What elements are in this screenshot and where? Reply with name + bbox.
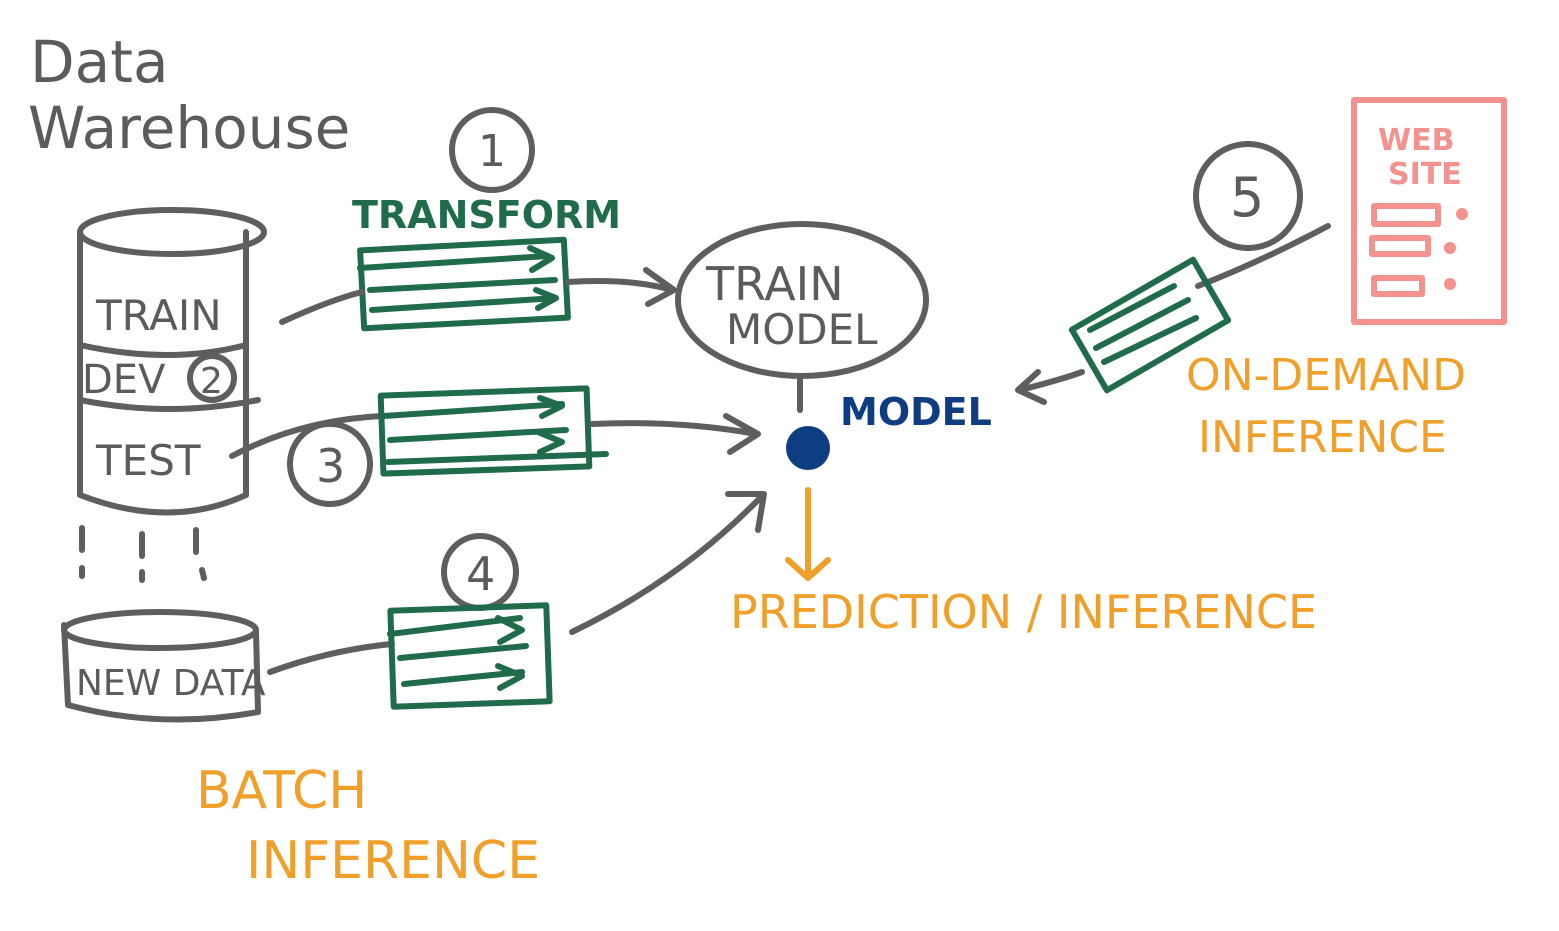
model-dot — [786, 426, 830, 470]
title-line1: Data — [30, 28, 169, 96]
step-1-number: 1 — [478, 126, 506, 177]
prediction-arrow — [785, 487, 831, 581]
arrow-transform-to-train-model — [565, 267, 677, 307]
step-3-circle — [287, 421, 373, 507]
arrow-transform4-to-model — [1015, 369, 1085, 405]
transform-box-1 — [357, 236, 571, 332]
step-2-number: 2 — [200, 361, 223, 402]
train-model-line1: TRAIN — [705, 257, 844, 311]
step-5-circle — [1193, 141, 1303, 251]
transform-box-1-hatch — [357, 245, 559, 313]
website-dot-1 — [1456, 208, 1468, 220]
new-data-body — [61, 622, 261, 723]
step-4-number: 4 — [466, 547, 495, 601]
train-model-line2: MODEL — [726, 305, 878, 354]
arrow-website-to-transform — [1195, 223, 1331, 289]
website-field-1 — [1371, 203, 1441, 227]
website-frame — [1351, 97, 1507, 325]
cylinder-divider-train-dev — [77, 342, 249, 358]
transform-box-3-frame — [387, 602, 553, 710]
step-1-circle — [449, 107, 535, 193]
cylinder-top — [77, 207, 267, 257]
ondemand-line2: INFERENCE — [1198, 412, 1447, 463]
arrow-transform2-to-model — [589, 413, 761, 455]
new-data-label: NEW DATA — [76, 663, 266, 704]
website-dot-3 — [1444, 278, 1456, 290]
arrow-train-to-transform — [279, 289, 365, 325]
step-2-circle — [187, 353, 237, 403]
transform-box-3 — [387, 602, 553, 710]
transform-label: TRANSFORM — [352, 193, 621, 237]
batch-line1: BATCH — [196, 761, 367, 821]
train-partition-label: TRAIN — [95, 291, 222, 340]
arrow-transform3-to-model — [569, 491, 767, 635]
test-partition-label: TEST — [95, 436, 201, 485]
new-data-top — [61, 609, 259, 651]
transform-box-4-frame — [1068, 256, 1232, 394]
dotted-lines — [79, 525, 207, 583]
transform-box-4-hatch — [1087, 283, 1199, 365]
data-warehouse-title: Data Warehouse — [28, 28, 350, 162]
website-mockup[interactable]: WEB SITE — [1351, 97, 1507, 325]
website-line2: SITE — [1388, 157, 1462, 192]
prediction-label: PREDICTION / INFERENCE — [730, 585, 1317, 639]
ondemand-line1: ON-DEMAND — [1186, 350, 1466, 401]
website-field-3 — [1371, 275, 1425, 297]
dotted-connector — [79, 525, 207, 583]
arrow-test-to-transform — [229, 413, 385, 459]
model-label: MODEL — [840, 390, 992, 434]
batch-line2: INFERENCE — [246, 831, 540, 891]
cylinder-body — [77, 229, 249, 516]
website-line1: WEB — [1378, 123, 1454, 158]
website-dot-2 — [1444, 242, 1456, 254]
title-line2: Warehouse — [28, 94, 350, 162]
arrow-newdata-to-transform — [267, 641, 395, 675]
transform-box-4 — [1068, 256, 1232, 394]
website-field-2 — [1369, 235, 1431, 257]
step-3-number: 3 — [316, 439, 345, 493]
transform-box-2-hatch — [381, 395, 609, 465]
dev-partition-label: DEV — [82, 357, 166, 403]
transform-box-3-hatch — [387, 615, 529, 691]
transform-box-2 — [377, 385, 609, 477]
cylinder-divider-dev-test — [77, 397, 261, 412]
transform-box-2-frame — [377, 385, 593, 477]
new-data-cylinder: NEW DATA — [61, 609, 266, 723]
database-cylinder: TRAIN DEV TEST 2 — [77, 207, 267, 516]
step-5-number: 5 — [1230, 166, 1264, 229]
train-model-node: TRAIN MODEL — [675, 221, 929, 379]
